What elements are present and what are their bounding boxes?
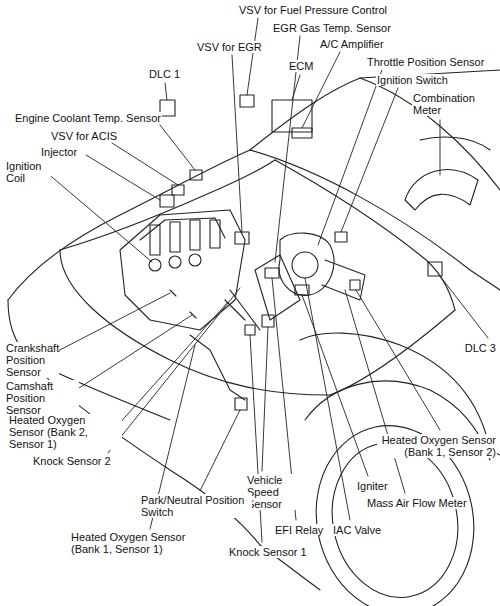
part-label: EFI Relay <box>274 524 324 536</box>
part-label: Knock Sensor 2 <box>32 455 112 467</box>
part-label: Ignition Switch <box>376 74 449 86</box>
part-label: Igniter <box>356 480 389 492</box>
combination-meter <box>405 170 478 210</box>
car-body <box>8 70 500 590</box>
part-label: IAC Valve <box>332 524 382 536</box>
dlc1 <box>160 100 175 116</box>
part-label: Heated Oxygen Sensor (Bank 1, Sensor 1) <box>70 531 190 555</box>
part-label: Camshaft Position Sensor <box>5 380 79 416</box>
part-label: Combination Meter <box>412 92 494 116</box>
part-label: Heated Oxygen Sensor (Bank 2, Sensor 1) <box>8 414 122 450</box>
part-label: VSV for Fuel Pressure Control <box>238 4 388 16</box>
part-label: VSV for ACIS <box>50 130 118 142</box>
part-label: Heated Oxygen Sensor (Bank 1, Sensor 2) <box>377 434 497 458</box>
part-label: Crankshaft Position Sensor <box>5 342 59 378</box>
part-label: Throttle Position Sensor <box>366 56 485 68</box>
part-label: Vehicle Speed Sensor <box>246 474 300 510</box>
dlc3 <box>428 262 442 276</box>
part-label: Ignition Coil <box>5 160 51 184</box>
engine-parts <box>120 95 442 410</box>
part-label: Park/Neutral Position Switch <box>140 494 252 518</box>
part-label: Engine Coolant Temp. Sensor <box>14 112 162 124</box>
exhaust-pipe <box>190 335 245 400</box>
part-label: EGR Gas Temp. Sensor <box>272 22 392 34</box>
part-label: ECM <box>288 60 314 72</box>
part-label: A/C Amplifier <box>319 38 385 50</box>
part-label: Knock Sensor 1 <box>228 546 308 558</box>
part-label: Injector <box>40 146 78 158</box>
part-label: VSV for EGR <box>196 41 263 53</box>
part-label: Mass Air Flow Meter <box>366 497 468 509</box>
part-label: DLC 1 <box>148 68 181 80</box>
front-wheel <box>299 381 491 606</box>
part-label: DLC 3 <box>464 342 497 354</box>
injector <box>160 195 174 207</box>
